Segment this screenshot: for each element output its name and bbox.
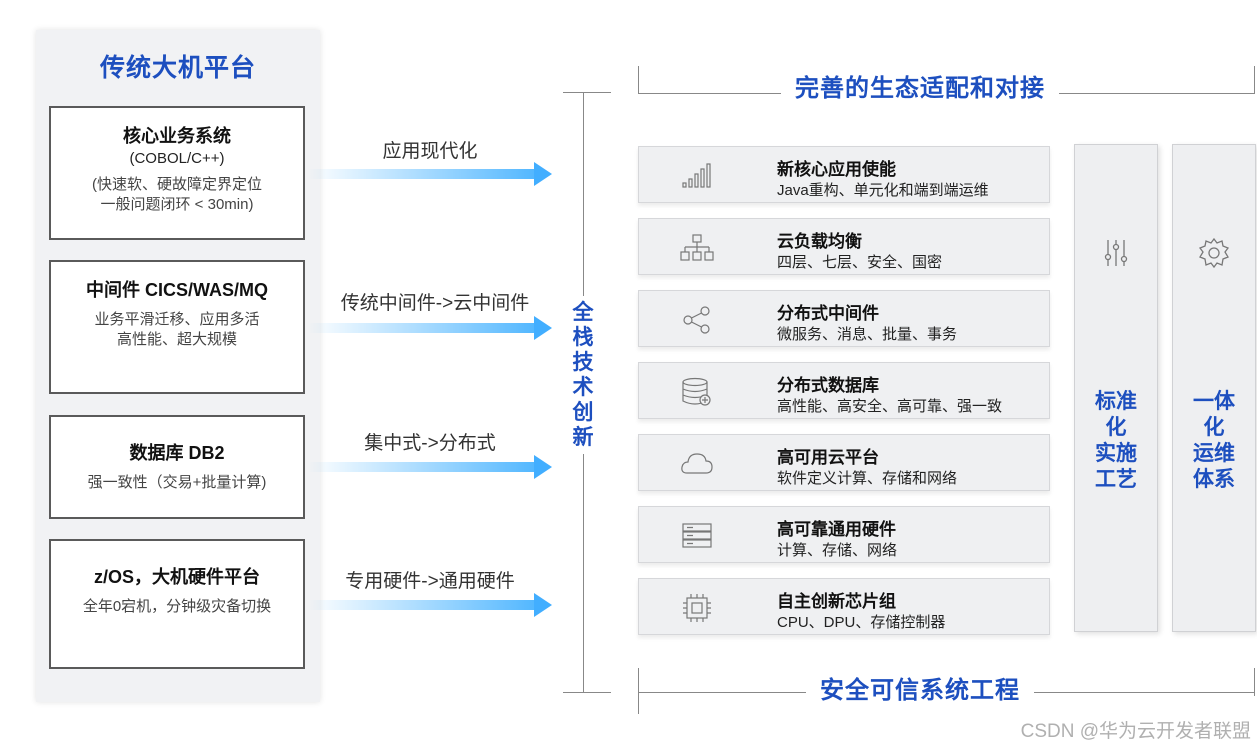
cloud-icon	[679, 449, 715, 479]
chip-icon	[679, 593, 715, 623]
layer-distributed-database: 分布式数据库 高性能、高安全、高可靠、强一致	[638, 362, 1050, 419]
legacy-platform-title: 传统大机平台	[99, 54, 256, 82]
legacy-box-title: 核心业务系统	[123, 126, 231, 146]
layer-title: 高可靠通用硬件	[777, 520, 896, 539]
gear-icon	[1173, 237, 1255, 276]
legacy-box-core-business: 核心业务系统 (COBOL/C++) (快速软、硬故障定界定位 一般问题闭环 <…	[49, 106, 305, 240]
legacy-box-desc: (快速软、硬故障定界定位 一般问题闭环 < 30min)	[92, 176, 262, 213]
security-engineering-title: 安全可信系统工程	[806, 677, 1034, 704]
legacy-box-hardware: z/OS，大机硬件平台 全年0宕机，分钟级灾备切换	[49, 539, 305, 669]
share-nodes-icon	[679, 305, 715, 335]
frame-line	[638, 66, 639, 94]
sliders-icon	[1075, 237, 1157, 276]
transform-arrow	[308, 169, 536, 179]
layer-subtitle: Java重构、单元化和端到端运维	[777, 182, 989, 199]
frame-line	[638, 668, 639, 714]
arrow-head-icon	[534, 593, 552, 617]
arrow-label-hardware: 专用硬件->通用硬件	[345, 571, 515, 592]
layer-subtitle: 四层、七层、安全、国密	[777, 254, 943, 271]
org-chart-icon	[679, 233, 715, 263]
legacy-box-title: 中间件 CICS/WAS/MQ	[85, 280, 268, 300]
bar-chart-icon	[679, 161, 715, 191]
pillar-text: 一体 化 运维 体系	[1193, 390, 1235, 491]
layer-title: 分布式中间件	[777, 304, 879, 323]
legacy-box-desc: 强一致性（交易+批量计算)	[87, 474, 267, 491]
pillar-integrated-operations: 一体 化 运维 体系	[1172, 144, 1256, 632]
arrow-head-icon	[534, 316, 552, 340]
legacy-box-title: z/OS，大机硬件平台	[93, 567, 260, 587]
arrow-head-icon	[534, 162, 552, 186]
server-icon	[679, 521, 715, 551]
layer-core-app-enablement: 新核心应用使能 Java重构、单元化和端到端运维	[638, 146, 1050, 203]
arrow-label-middleware: 传统中间件->云中间件	[340, 293, 530, 314]
layer-subtitle: 微服务、消息、批量、事务	[777, 326, 958, 343]
layer-distributed-middleware: 分布式中间件 微服务、消息、批量、事务	[638, 290, 1050, 347]
layer-title: 分布式数据库	[777, 376, 879, 395]
bracket-bottom	[563, 692, 611, 693]
layer-title: 自主创新芯片组	[777, 592, 896, 611]
transform-arrow	[308, 323, 536, 333]
layer-high-availability-cloud: 高可用云平台 软件定义计算、存储和网络	[638, 434, 1050, 491]
arrow-head-icon	[534, 455, 552, 479]
layer-chipset: 自主创新芯片组 CPU、DPU、存储控制器	[638, 578, 1050, 635]
transform-arrow	[308, 462, 536, 472]
layer-subtitle: 高性能、高安全、高可靠、强一致	[777, 398, 1003, 415]
database-icon	[679, 377, 715, 407]
legacy-box-desc: 全年0宕机，分钟级灾备切换	[82, 598, 272, 615]
transform-arrow	[308, 600, 536, 610]
layer-subtitle: CPU、DPU、存储控制器	[777, 614, 946, 631]
frame-line	[1254, 66, 1255, 94]
arrow-label-app-modernization: 应用现代化	[382, 141, 478, 162]
legacy-box-middleware: 中间件 CICS/WAS/MQ 业务平滑迁移、应用多活 高性能、超大规模	[49, 260, 305, 394]
pillar-standardized-implementation: 标准 化 实施 工艺	[1074, 144, 1158, 632]
legacy-box-database: 数据库 DB2 强一致性（交易+批量计算)	[49, 415, 305, 519]
full-stack-innovation-label: 全 栈 技 术 创 新	[568, 296, 598, 454]
ecosystem-title: 完善的生态适配和对接	[781, 75, 1059, 102]
layer-title: 云负载均衡	[777, 232, 862, 251]
layer-subtitle: 软件定义计算、存储和网络	[777, 470, 958, 487]
pillar-text: 标准 化 实施 工艺	[1095, 390, 1137, 491]
layer-title: 高可用云平台	[777, 448, 879, 467]
bracket-top	[563, 92, 611, 93]
legacy-platform-panel: 传统大机平台 核心业务系统 (COBOL/C++) (快速软、硬故障定界定位 一…	[36, 30, 320, 702]
watermark: CSDN @华为云开发者联盟	[1020, 721, 1251, 742]
layer-cloud-load-balancing: 云负载均衡 四层、七层、安全、国密	[638, 218, 1050, 275]
arrow-label-distributed: 集中式->分布式	[364, 433, 496, 454]
layer-subtitle: 计算、存储、网络	[777, 542, 898, 559]
legacy-box-desc: 业务平滑迁移、应用多活 高性能、超大规模	[94, 311, 260, 348]
layer-title: 新核心应用使能	[777, 160, 896, 179]
frame-line	[1254, 668, 1255, 696]
legacy-box-title: 数据库 DB2	[129, 443, 225, 463]
legacy-box-subtitle: (COBOL/C++)	[129, 150, 225, 167]
layer-reliable-hardware: 高可靠通用硬件 计算、存储、网络	[638, 506, 1050, 563]
